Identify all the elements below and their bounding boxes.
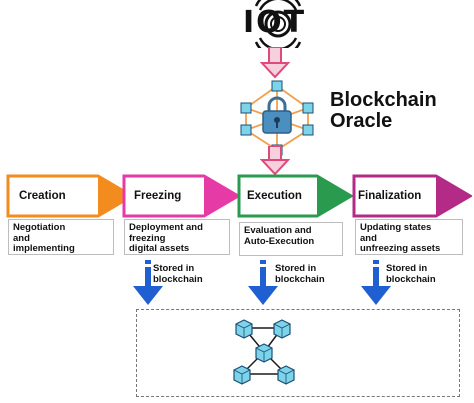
blue-down-arrow-icon [133, 260, 163, 305]
stage-desc-freezing: Deployment and freezing digital assets [124, 219, 230, 255]
blockchain-storage-box [136, 309, 460, 397]
stage-arrow-freezing [122, 174, 240, 218]
oracle-title: Blockchain Oracle [330, 89, 437, 132]
stage-desc-creation: Negotiation and implementing [8, 219, 114, 255]
stage-arrow-finalization [352, 174, 472, 218]
stage-label-execution: Execution [247, 190, 302, 202]
pink-down-arrow-icon [260, 146, 290, 176]
stage-label-freezing: Freezing [134, 190, 182, 202]
blue-down-arrow-icon [248, 260, 278, 305]
pink-down-arrow-icon [260, 47, 290, 79]
stage-arrow-creation [6, 174, 134, 218]
iot-label: IOT [243, 5, 307, 40]
stage-desc-execution: Evaluation and Auto-Execution [239, 222, 343, 256]
stage-label-finalization: Finalization [358, 190, 422, 202]
blockchain-oracle-lock-icon [240, 80, 314, 156]
stage-desc-finalization: Updating states and unfreezing assets [355, 219, 463, 255]
stage-label-creation: Creation [19, 190, 66, 202]
iot-wifi-icon [254, 0, 302, 48]
stored-label-1: Stored in blockchain [153, 263, 203, 285]
blockchain-network-icon [233, 319, 295, 385]
stored-label-3: Stored in blockchain [386, 263, 436, 285]
blue-down-arrow-icon [361, 260, 391, 305]
stage-arrow-execution [237, 174, 354, 218]
stored-label-2: Stored in blockchain [275, 263, 325, 285]
